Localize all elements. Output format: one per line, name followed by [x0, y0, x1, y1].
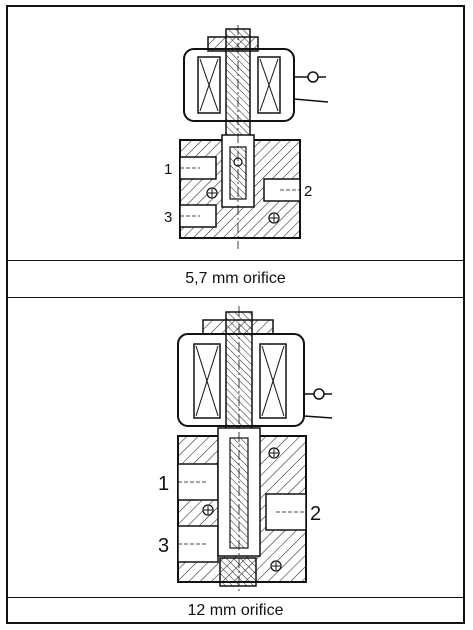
caption-text: 5,7 mm orifice: [185, 270, 286, 287]
port-label-1: 1: [164, 161, 172, 178]
valve-diagram-small: 1 2 3: [8, 7, 463, 261]
valve-diagram-large: 1 2 3: [8, 298, 463, 598]
port-label-3: 3: [164, 209, 172, 226]
connector-terminal-icon: [307, 71, 319, 83]
caption-large: 12 mm orifice: [8, 598, 463, 624]
valve-drawing-small: 1 2 3: [164, 25, 329, 249]
connector-terminal-icon: [313, 388, 325, 400]
caption-small: 5,7 mm orifice: [8, 261, 463, 298]
port-label-1: 1: [158, 473, 169, 495]
figure-frame: 1 2 3 5,7 mm orifice: [6, 5, 465, 624]
valve-drawing-large: 1 2 3: [158, 306, 333, 594]
port-label-2: 2: [304, 183, 312, 200]
port-label-2: 2: [310, 503, 321, 525]
port-label-3: 3: [158, 535, 169, 557]
caption-text: 12 mm orifice: [187, 602, 284, 619]
